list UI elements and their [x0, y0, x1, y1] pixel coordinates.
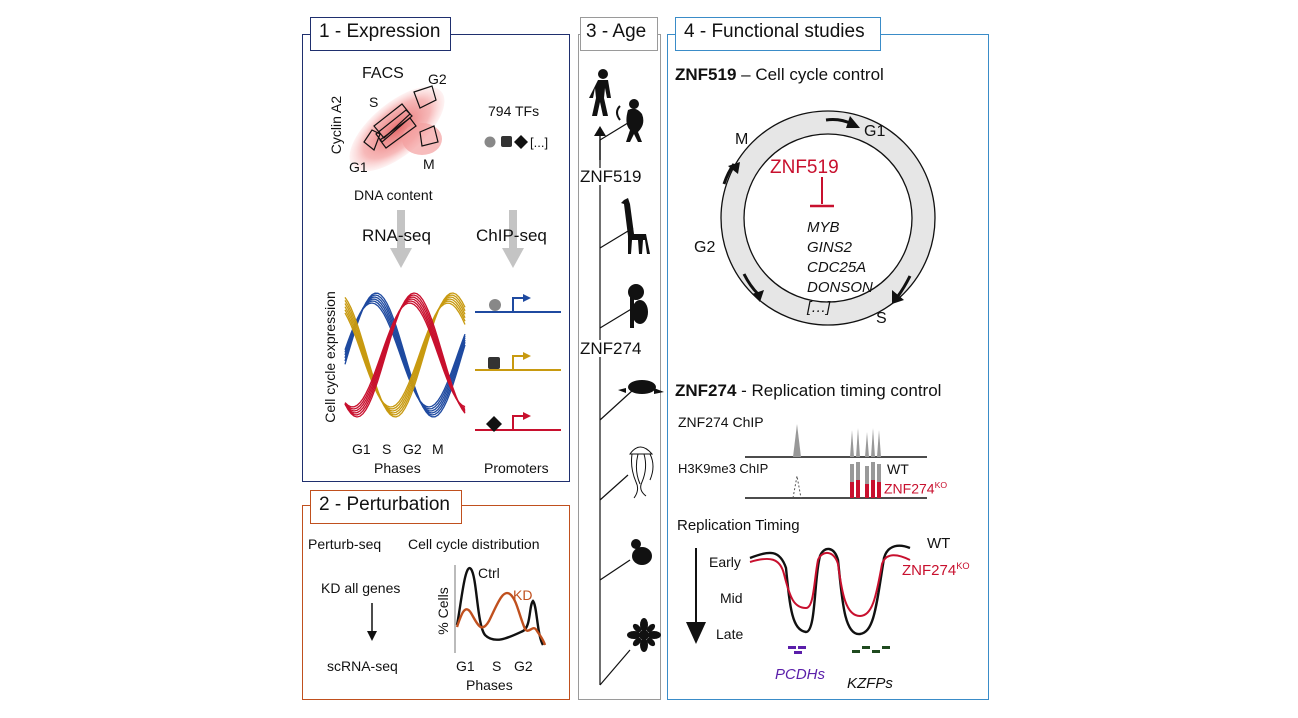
- expression-panel-title: 1 - Expression: [310, 17, 451, 51]
- cells-axis-label: % Cells: [435, 587, 451, 635]
- ko-timing-curve: [749, 552, 911, 618]
- facs-plot: [349, 85, 528, 268]
- phase-g2-label: G2: [403, 441, 422, 457]
- target-gene: […]: [807, 299, 831, 316]
- promoter-1: [475, 294, 561, 313]
- chip-tracks: [745, 424, 927, 499]
- facs-label: FACS: [362, 65, 404, 82]
- ring-g1-label: G1: [864, 123, 886, 140]
- s-label: S: [492, 658, 502, 674]
- phase-m-label: M: [432, 441, 444, 457]
- promoter-2: [475, 352, 561, 371]
- h3k9me3-chip-label: H3K9me3 ChIP: [678, 461, 769, 476]
- timing-arrow-icon: [686, 548, 706, 644]
- timing-wt-label: WT: [927, 535, 951, 552]
- monkey-icon: [616, 99, 644, 142]
- expression-wave: [344, 302, 466, 408]
- age-znf274-label: ZNF274: [580, 339, 642, 358]
- promoter-3: [475, 412, 561, 432]
- ring-g2-label: G2: [694, 239, 716, 256]
- late-label: Late: [716, 626, 744, 642]
- promoter-tracks: [475, 294, 561, 432]
- gate-m-label: M: [423, 156, 435, 172]
- cell-cycle-ring: [720, 110, 936, 326]
- chip-wt-label: WT: [887, 461, 909, 477]
- timing-ko-label: ZNF274KO: [902, 561, 970, 579]
- ring-m-label: M: [735, 131, 749, 148]
- kd-label: KD: [513, 587, 533, 603]
- gate-g1-label: G1: [349, 159, 368, 175]
- phases-label-2: Phases: [466, 677, 513, 693]
- target-list: MYB GINS2 CDC25A DONSON […]: [807, 218, 873, 318]
- human-icon: [589, 69, 611, 116]
- promoters-label: Promoters: [484, 460, 549, 476]
- expression-wave: [344, 302, 466, 408]
- kzfps-label: KZFPs: [847, 675, 893, 692]
- koala-icon: [628, 284, 648, 328]
- expression-wave: [344, 296, 466, 414]
- expression-wave: [344, 298, 466, 412]
- expression-wave: [344, 300, 466, 410]
- early-label: Early: [709, 554, 741, 570]
- diamond-tf-icon: [514, 135, 528, 149]
- circle-tf-icon: [484, 136, 496, 148]
- cell-distribution-plot: [454, 565, 547, 653]
- phase-g1-label: G1: [352, 441, 371, 457]
- yeast-icon: [631, 539, 652, 565]
- phases-label: Phases: [374, 460, 421, 476]
- dna-content-label: DNA content: [354, 187, 433, 203]
- plant-icon: [627, 618, 661, 652]
- giraffe-icon: [621, 198, 650, 254]
- g2-label: G2: [514, 658, 533, 674]
- down-arrow-icon: [367, 603, 377, 641]
- phylogeny-tree: [589, 69, 664, 686]
- expression-wave: [344, 302, 466, 408]
- perturbation-panel-title: 2 - Perturbation: [310, 490, 462, 524]
- expression-waves: [344, 292, 466, 418]
- kd-curve: [455, 591, 547, 646]
- expression-wave: [344, 298, 466, 412]
- ctrl-curve: [455, 566, 545, 646]
- expression-wave: [344, 294, 466, 416]
- target-gene: MYB: [807, 219, 840, 236]
- pcdhs-label: PCDHs: [775, 666, 826, 683]
- target-gene: CDC25A: [807, 259, 867, 276]
- phase-s-label: S: [382, 441, 392, 457]
- ring-s-label: S: [876, 310, 887, 327]
- expression-axis-label: Cell cycle expression: [322, 291, 338, 423]
- replication-timing-label: Replication Timing: [677, 517, 800, 534]
- ctrl-label: Ctrl: [478, 565, 500, 581]
- g1-label: G1: [456, 658, 475, 674]
- mid-label: Mid: [720, 590, 743, 606]
- kd-all-genes-label: KD all genes: [321, 580, 401, 596]
- tf-count-label: 794 TFs: [488, 103, 540, 119]
- chipseq-label: ChIP-seq: [476, 226, 547, 245]
- rnaseq-label: RNA-seq: [362, 226, 431, 245]
- age-panel-title: 3 - Age: [580, 17, 658, 51]
- scrnaseq-label: scRNA-seq: [327, 658, 398, 674]
- cyclin-axis-label: Cyclin A2: [328, 95, 344, 155]
- gate-g2-label: G2: [428, 71, 447, 87]
- chip-ko-label: ZNF274KO: [884, 480, 948, 497]
- square-tf-icon: [501, 136, 512, 147]
- target-gene: GINS2: [807, 239, 853, 256]
- jellyfish-icon: [629, 446, 654, 499]
- ring-inhibitor-label: ZNF519: [770, 157, 839, 178]
- znf274-chip-label: ZNF274 ChIP: [678, 414, 764, 430]
- znf274-heading: ZNF274 - Replication timing control: [675, 381, 942, 400]
- cc-distribution-label: Cell cycle distribution: [408, 536, 540, 552]
- gate-s-label: S: [369, 94, 379, 110]
- platypus-icon: [618, 380, 664, 394]
- perturbseq-label: Perturb-seq: [308, 536, 382, 552]
- tf-more-label: [...]: [530, 135, 549, 150]
- functional-panel-title: 4 - Functional studies: [675, 17, 881, 51]
- age-znf519-label: ZNF519: [580, 167, 642, 186]
- target-gene: DONSON: [807, 279, 873, 296]
- znf519-heading: ZNF519 – Cell cycle control: [675, 65, 884, 84]
- replication-timing-plot: [749, 544, 911, 654]
